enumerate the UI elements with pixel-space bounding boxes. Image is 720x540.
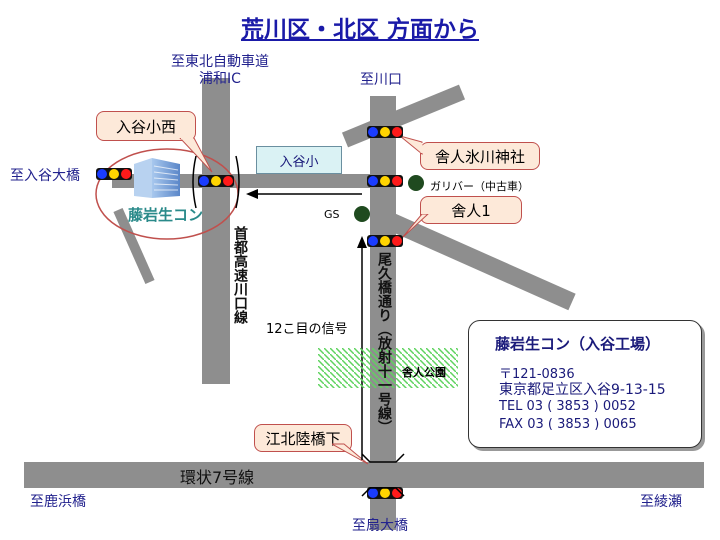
road-okubashi-dori bbox=[370, 96, 396, 530]
okubashi-dori-label: 尾久橋通り（放射十一号線） bbox=[376, 252, 392, 434]
company-address: 東京都足立区入谷9-13-15 bbox=[499, 382, 666, 398]
callout-kohoku-rikkyo-label: 江北陸橋下 bbox=[265, 429, 341, 448]
road-kanjo7 bbox=[24, 462, 704, 488]
toneri-park-area bbox=[318, 348, 458, 388]
traffic-signal-icon bbox=[367, 235, 403, 247]
company-postal: 〒121-0836 bbox=[499, 367, 575, 382]
callout-iriya-konishi-label: 入谷小西 bbox=[115, 117, 176, 136]
callout-toneri-hikawa-label: 舎人氷川神社 bbox=[434, 147, 525, 166]
traffic-signal-icon bbox=[367, 175, 403, 187]
shuto-kawaguchi-label: 首都高速川口線 bbox=[232, 226, 248, 324]
gs-label: GS bbox=[324, 208, 340, 221]
callout-toneri1: 舎人1 bbox=[420, 196, 522, 224]
dest-ayase: 至綾瀬 bbox=[640, 494, 682, 510]
callout-iriya-konishi: 入谷小西 bbox=[96, 111, 196, 141]
traffic-signal-icon bbox=[367, 126, 403, 138]
callout-toneri-hikawa-tail bbox=[399, 136, 423, 156]
company-name: 藤岩生コン（入谷工場） bbox=[495, 335, 661, 353]
dest-tohoku-expressway: 至東北自動車道 浦和IC bbox=[171, 54, 269, 87]
toneri-park-label: 舎人公園 bbox=[402, 366, 446, 379]
building-icon bbox=[134, 158, 180, 198]
road-diagonal-lower bbox=[388, 213, 576, 311]
traffic-signal-icon bbox=[96, 168, 132, 180]
traffic-signal-icon bbox=[198, 175, 234, 187]
callout-iriya-konishi-tail bbox=[179, 138, 213, 173]
iriya-elementary-school: 入谷小 bbox=[256, 146, 342, 174]
road-diagonal-upper bbox=[341, 84, 466, 148]
company-sign: 藤岩生コン bbox=[128, 206, 204, 224]
company-fax: FAX 03 ( 3853 ) 0065 bbox=[499, 417, 637, 432]
callout-kohoku-rikkyo: 江北陸橋下 bbox=[254, 424, 352, 452]
callout-toneri1-tail bbox=[401, 214, 429, 239]
callout-kohoku-rikkyo-tail bbox=[332, 443, 369, 465]
arrow-icon bbox=[246, 189, 258, 199]
company-tel: TEL 03 ( 3853 ) 0052 bbox=[499, 399, 636, 414]
twelfth-signal-note: 12こ目の信号 bbox=[266, 322, 348, 337]
page-title: 荒川区・北区 方面から bbox=[240, 17, 479, 43]
road-diagonal-left bbox=[113, 207, 155, 285]
landmark-dot-icon bbox=[408, 175, 424, 191]
gulliver-label: ガリバー（中古車） bbox=[430, 180, 529, 193]
callout-toneri-hikawa: 舎人氷川神社 bbox=[420, 142, 540, 170]
company-info-box: 藤岩生コン（入谷工場） 〒121-0836 東京都足立区入谷9-13-15 TE… bbox=[468, 320, 702, 448]
callout-toneri1-label: 舎人1 bbox=[451, 201, 491, 220]
traffic-signal-icon bbox=[367, 487, 403, 499]
arrow-icon bbox=[357, 236, 367, 248]
landmark-dot-icon bbox=[354, 206, 370, 222]
dest-ogi-ohashi: 至扇大橋 bbox=[352, 518, 408, 534]
kanjo7-label: 環状7号線 bbox=[180, 468, 255, 487]
dest-kawaguchi: 至川口 bbox=[360, 72, 402, 88]
dest-iriya-ohashi: 至入谷大橋 bbox=[10, 168, 80, 184]
road-horizontal-iriya bbox=[112, 174, 396, 188]
dest-shikahama: 至鹿浜橋 bbox=[30, 494, 86, 510]
